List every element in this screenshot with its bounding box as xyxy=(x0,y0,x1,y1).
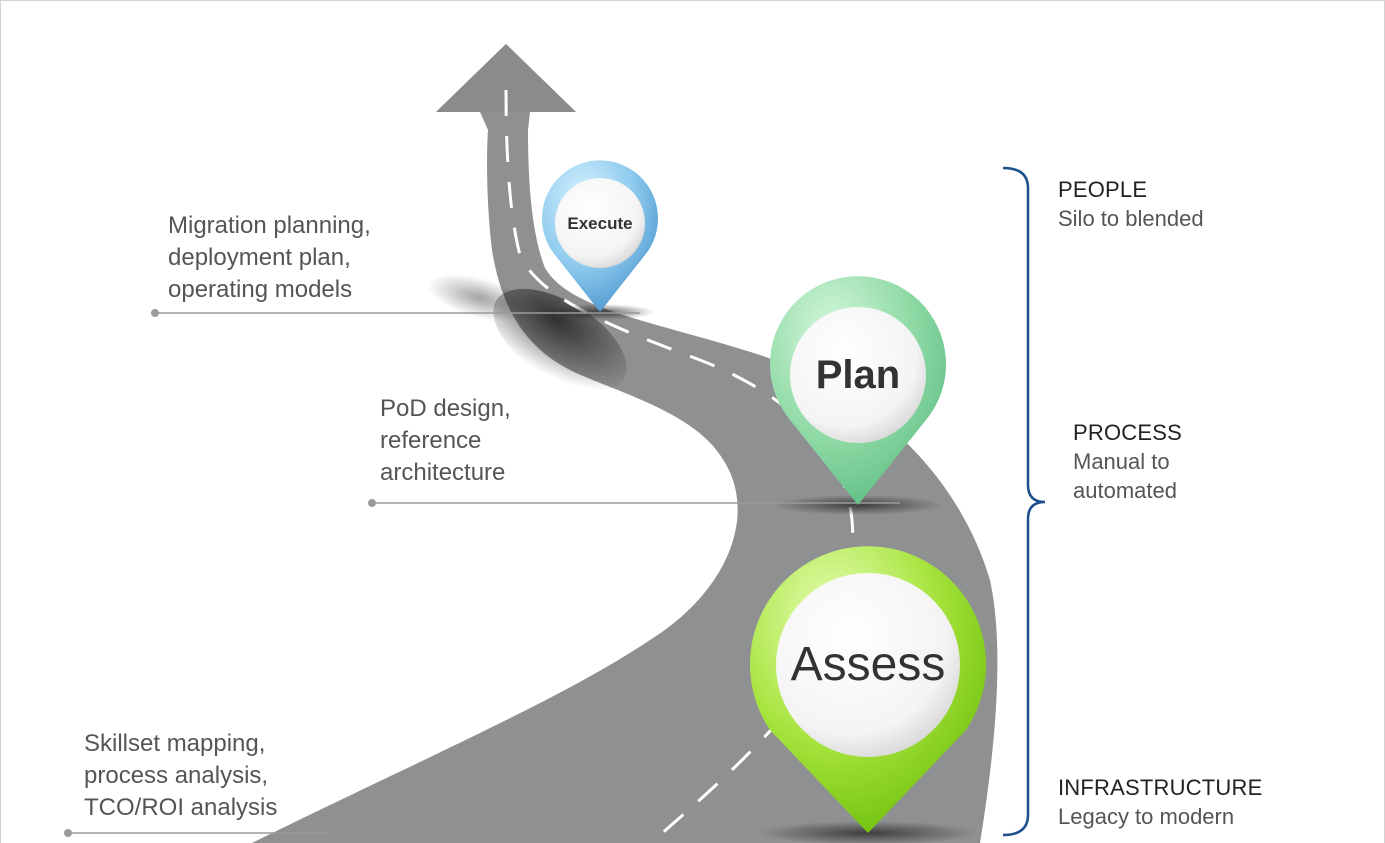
plan-marker xyxy=(770,276,946,505)
stage-assess-label: Assess xyxy=(790,638,946,691)
activity-line: TCO/ROI analysis xyxy=(84,794,278,821)
people-title: PEOPLE xyxy=(1058,177,1148,202)
activity-line: operating models xyxy=(168,276,353,303)
infrastructure-title: INFRASTRUCTURE xyxy=(1058,775,1263,800)
execute-activities: Migration planning, deployment plan, ope… xyxy=(168,210,371,306)
process-annotation: PROCESS Manual to automated xyxy=(1073,418,1182,505)
people-annotation: PEOPLE Silo to blended xyxy=(1058,175,1204,233)
assess-activities: Skillset mapping, process analysis, TCO/… xyxy=(84,728,277,824)
assess-marker xyxy=(750,546,987,833)
arrow-head xyxy=(436,44,576,112)
infrastructure-annotation: INFRASTRUCTURE Legacy to modern xyxy=(1058,773,1262,831)
road-edge-shadow xyxy=(426,274,534,322)
process-subtitle-line: Manual to xyxy=(1073,449,1170,474)
dimension-bracket xyxy=(1002,166,1046,837)
activity-line: reference xyxy=(380,427,482,454)
activity-line: architecture xyxy=(380,459,506,486)
infrastructure-subtitle: Legacy to modern xyxy=(1058,804,1235,829)
people-subtitle: Silo to blended xyxy=(1058,206,1204,231)
activity-line: Skillset mapping, xyxy=(84,730,266,757)
activity-line: Migration planning, xyxy=(168,212,371,239)
execute-marker xyxy=(542,160,658,312)
plan-activities: PoD design, reference architecture xyxy=(380,393,511,489)
stage-execute-label: Execute xyxy=(567,214,633,233)
leader-lines xyxy=(64,309,900,837)
activity-line: deployment plan, xyxy=(168,244,351,271)
stage-plan-label: Plan xyxy=(815,353,901,397)
process-subtitle-line: automated xyxy=(1073,478,1177,503)
activity-line: process analysis, xyxy=(84,762,269,789)
activity-line: PoD design, xyxy=(380,395,511,422)
process-title: PROCESS xyxy=(1073,420,1182,445)
